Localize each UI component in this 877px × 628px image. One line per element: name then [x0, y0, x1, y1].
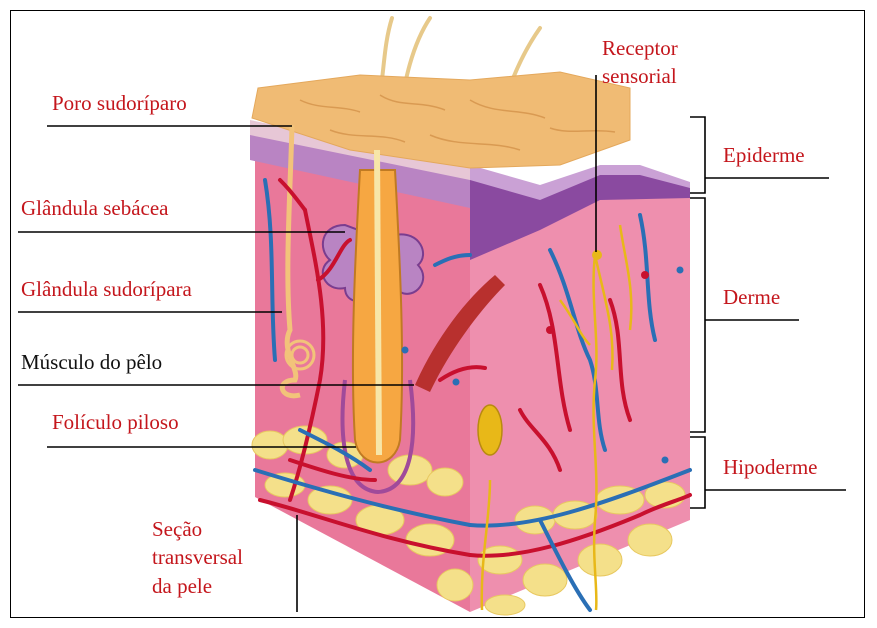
label-hipoderme: Hipoderme	[723, 455, 817, 479]
label-epiderme: Epiderme	[723, 143, 805, 167]
label-derme: Derme	[723, 285, 780, 309]
label-receptor-line1: Receptor	[602, 36, 678, 60]
label-secao-line1: Seção	[152, 517, 202, 541]
layer-brackets	[690, 117, 705, 508]
sensory-receptor-ending	[592, 250, 602, 260]
label-glandula-sebacea: Glândula sebácea	[21, 196, 169, 220]
label-glandula-sudoripara: Glândula sudorípara	[21, 277, 192, 301]
label-secao-line3: da pele	[152, 574, 212, 598]
label-receptor-line2: sensorial	[602, 64, 677, 88]
label-poro-sudoriparo: Poro sudoríparo	[52, 91, 187, 115]
label-musculo-do-pelo: Músculo do pêlo	[21, 350, 162, 374]
label-foliculo-piloso: Folículo piloso	[52, 410, 179, 434]
pacinian-corpuscle	[478, 405, 502, 455]
label-secao-line2: transversal	[152, 545, 243, 569]
hair-in-follicle	[377, 150, 379, 455]
